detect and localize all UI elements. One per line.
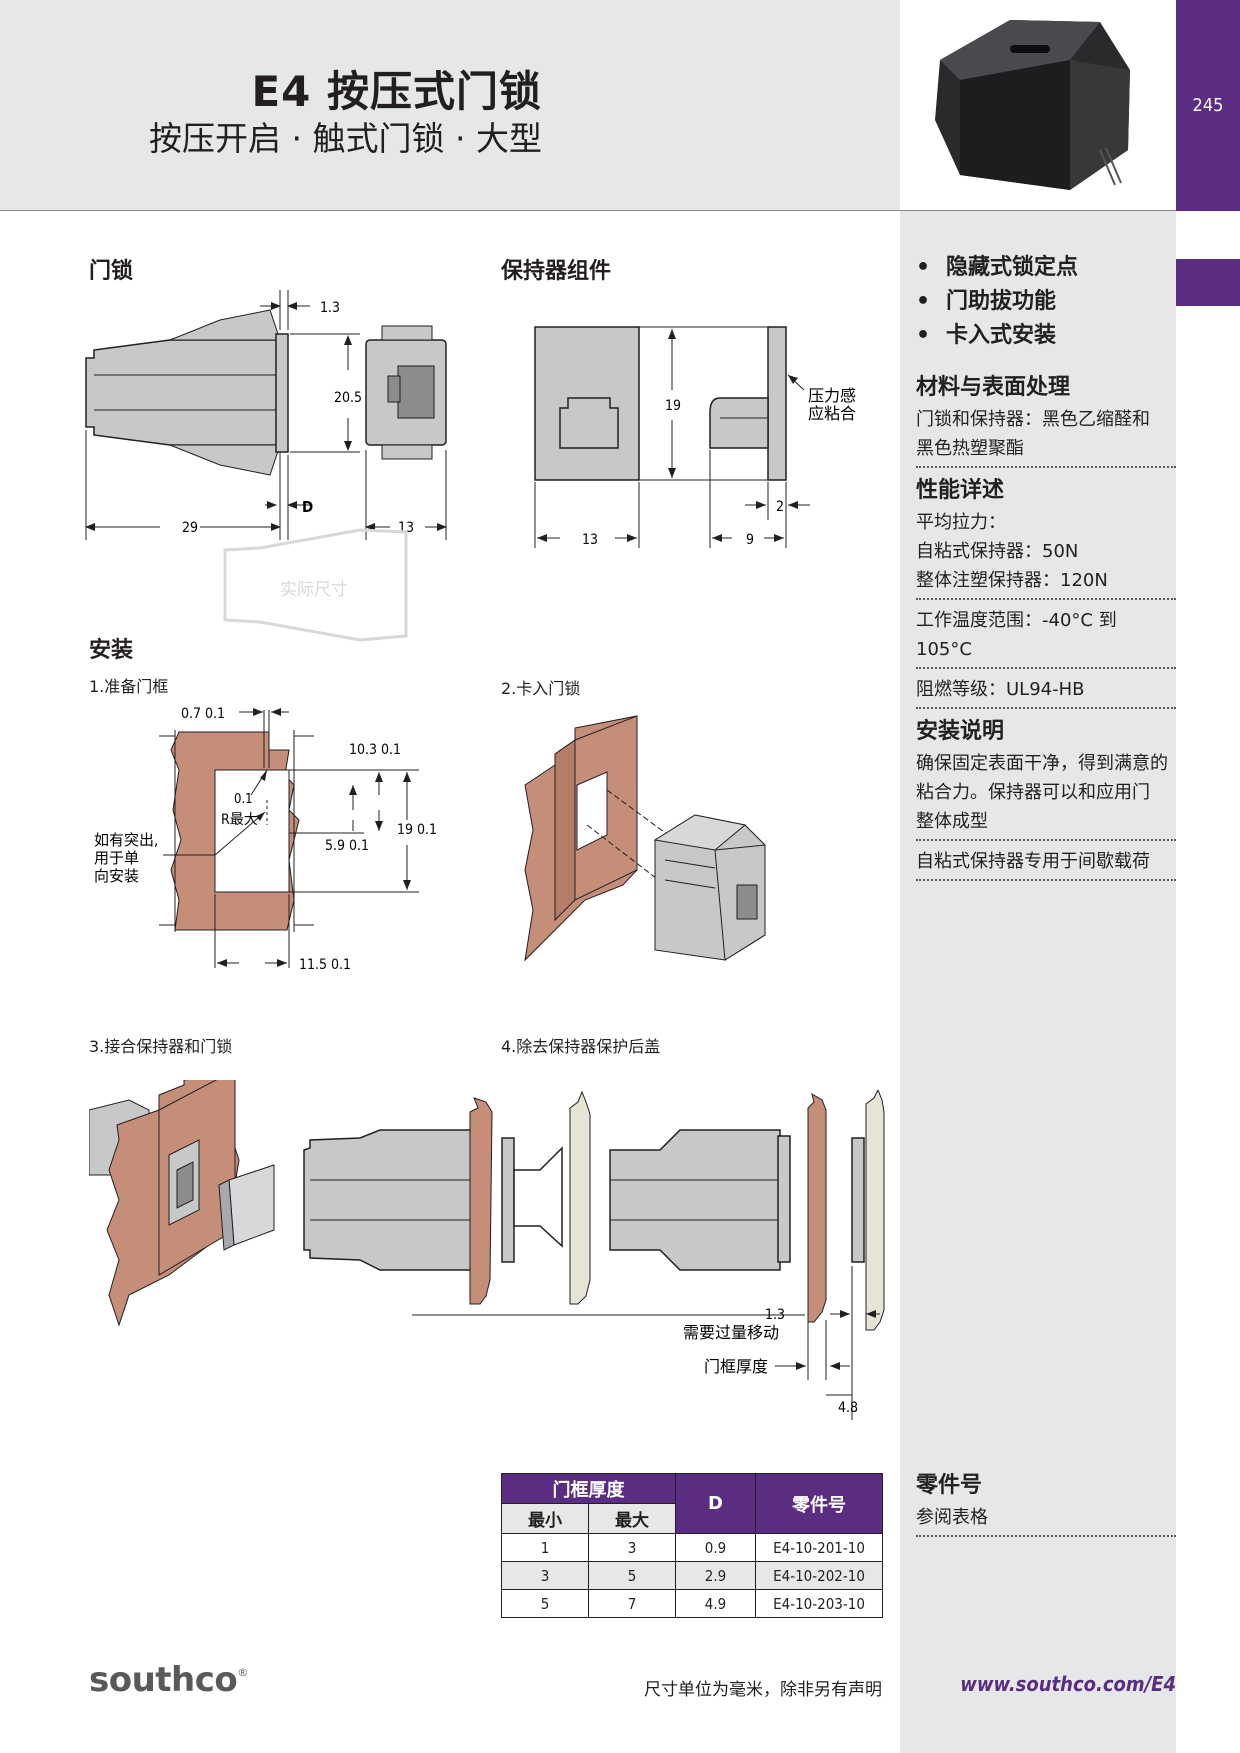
performance-line: 整体注塑保持器：120N [916,570,1108,591]
keeper-dim-1: 19 [665,398,681,414]
page-title: E4 按压式门锁 [251,67,542,116]
load-note: 自粘式保持器专用于间歇载荷 [916,851,1150,872]
frame-note-1: 如有突出, [94,831,158,849]
units-note: 尺寸单位为毫米，除非另有声明 [644,1680,882,1700]
divider [916,466,1176,468]
travel-dim: 1.3 [765,1307,785,1323]
engage-drawing [89,1080,275,1327]
latch-dim-1: 1.3 [320,300,340,316]
cell-part: E4-10-203-10 [755,1589,883,1618]
cell-max: 3 [588,1533,676,1562]
latch-dim-d: D [302,498,313,516]
frame-dim-f: 5.9 0.1 [325,838,369,854]
divider [916,839,1176,841]
temperature-range: 工作温度范围：-40°C 到 105°C [916,610,1117,660]
keeper-drawing: 19 13 9 2 压力感 应粘合 [534,326,856,548]
divider [916,879,1176,881]
part-number-header: 零件号 [755,1473,883,1534]
divider [916,667,1176,669]
feature-bullet: •隐藏式锁定点 [916,255,1079,280]
install-section-title: 安装 [89,638,134,663]
cell-d: 4.9 [675,1589,756,1618]
divider [916,1535,1176,1537]
frame-thickness-header: 门框厚度 [501,1473,676,1504]
performance-line: 平均拉力： [916,512,1006,533]
step-1-caption: 1.准备门框 [89,677,169,696]
latch-dim-3: 29 [182,520,198,536]
cell-part: E4-10-202-10 [755,1561,883,1590]
material-line: 门锁和保持器：黑色乙缩醛和 [916,409,1150,430]
divider [916,707,1176,709]
latch-dim-2: 20.5 [334,390,362,406]
parts-text: 参阅表格 [916,1507,988,1528]
table-row: 1 3 0.9 E4-10-201-10 [501,1533,883,1562]
keeper-dim-3: 9 [746,532,754,548]
frame-dim-g: 11.5 0.1 [299,957,351,973]
feature-bullet: •卡入式安装 [916,323,1057,348]
table-row: 5 7 4.9 E4-10-203-10 [501,1589,883,1618]
frame-dim-e: 19 0.1 [397,822,437,838]
overtravel-label: 需要过量移动 [683,1323,779,1342]
frame-prep-drawing: 0.7 0.1 10.3 0.1 19 0.1 5.9 0.1 0.1 R最大 … [94,706,437,973]
product-photo [900,0,1176,211]
step-2-caption: 2.卡入门锁 [501,679,581,698]
frame-dim-b: 10.3 0.1 [349,742,401,758]
frame-note-3: 向安装 [94,867,139,885]
cell-part: E4-10-201-10 [755,1533,883,1562]
parts-heading: 零件号 [916,1473,983,1498]
section-tab-marker [1176,259,1240,306]
step-4-caption: 4.除去保持器保护后盖 [501,1037,661,1056]
divider [916,598,1176,600]
cell-max: 7 [588,1589,676,1618]
parts-table: 门框厚度 D 零件号 最小 最大 1 3 0.9 E4-10-201-10 3 … [501,1473,883,1618]
d-header: D [675,1473,756,1534]
install-line: 确保固定表面干净，得到满意的 [916,753,1168,774]
snap-in-drawing [524,715,766,962]
website-link[interactable]: www.southco.com/E4 [960,1672,1176,1696]
performance-heading: 性能详述 [916,478,1005,503]
latch-section-title: 门锁 [89,259,134,284]
page-number: 245 [1192,95,1224,116]
cell-min: 5 [501,1589,589,1618]
material-heading: 材料与表面处理 [916,375,1071,400]
frame-note-2: 用于单 [94,849,139,867]
install-line: 整体成型 [916,811,988,832]
latch-drawing: 1.3 20.5 D 29 13 实际尺寸 [85,290,447,642]
material-line: 黑色热塑聚酯 [916,438,1024,459]
cell-max: 5 [588,1561,676,1590]
feature-bullet: •门助拔功能 [916,289,1057,314]
page-subtitle: 按压开启 · 触式门锁 · 大型 [149,119,542,158]
sidebar [900,211,1176,1753]
cell-d: 0.9 [675,1533,756,1562]
install-line: 粘合力。保持器可以和应用门 [916,782,1150,803]
frame-dim-d: R最大 [221,812,258,828]
flame-rating: 阻燃等级：UL94-HB [916,679,1085,700]
performance-line: 自粘式保持器：50N [916,541,1079,562]
adhesive-label-1: 压力感 [808,386,856,405]
page-tab: 245 [1176,0,1240,211]
keeper-dim-4: 2 [776,499,784,515]
sidebar-content: •隐藏式锁定点 •门助拔功能 •卡入式安装 材料与表面处理 门锁和保持器：黑色乙… [916,251,1176,887]
frame-thickness-label: 门框厚度 [704,1357,768,1376]
southco-logo: southco® [89,1660,248,1700]
header-band: E4 按压式门锁 按压开启 · 触式门锁 · 大型 [0,0,900,211]
min-header: 最小 [501,1503,589,1534]
parts-section: 零件号 参阅表格 [916,1463,1176,1543]
table-row: 3 5 2.9 E4-10-202-10 [501,1561,883,1590]
keeper-dim-2: 13 [582,532,598,548]
actual-size-label: 实际尺寸 [280,580,348,600]
remove-backing-drawing: 1.3 需要过量移动 门框厚度 4.8 [303,1090,885,1420]
adhesive-label-2: 应粘合 [808,404,856,423]
frame-dim-c: 0.1 [234,792,253,807]
frame-dim-a: 0.7 0.1 [181,706,225,722]
cell-min: 1 [501,1533,589,1562]
install-heading: 安装说明 [916,719,1005,744]
step-3-caption: 3.接合保持器和门锁 [89,1037,233,1056]
keeper-section-title: 保持器组件 [501,259,612,284]
thickness-dim: 4.8 [838,1400,858,1416]
cell-d: 2.9 [675,1561,756,1590]
cell-min: 3 [501,1561,589,1590]
max-header: 最大 [588,1503,676,1534]
